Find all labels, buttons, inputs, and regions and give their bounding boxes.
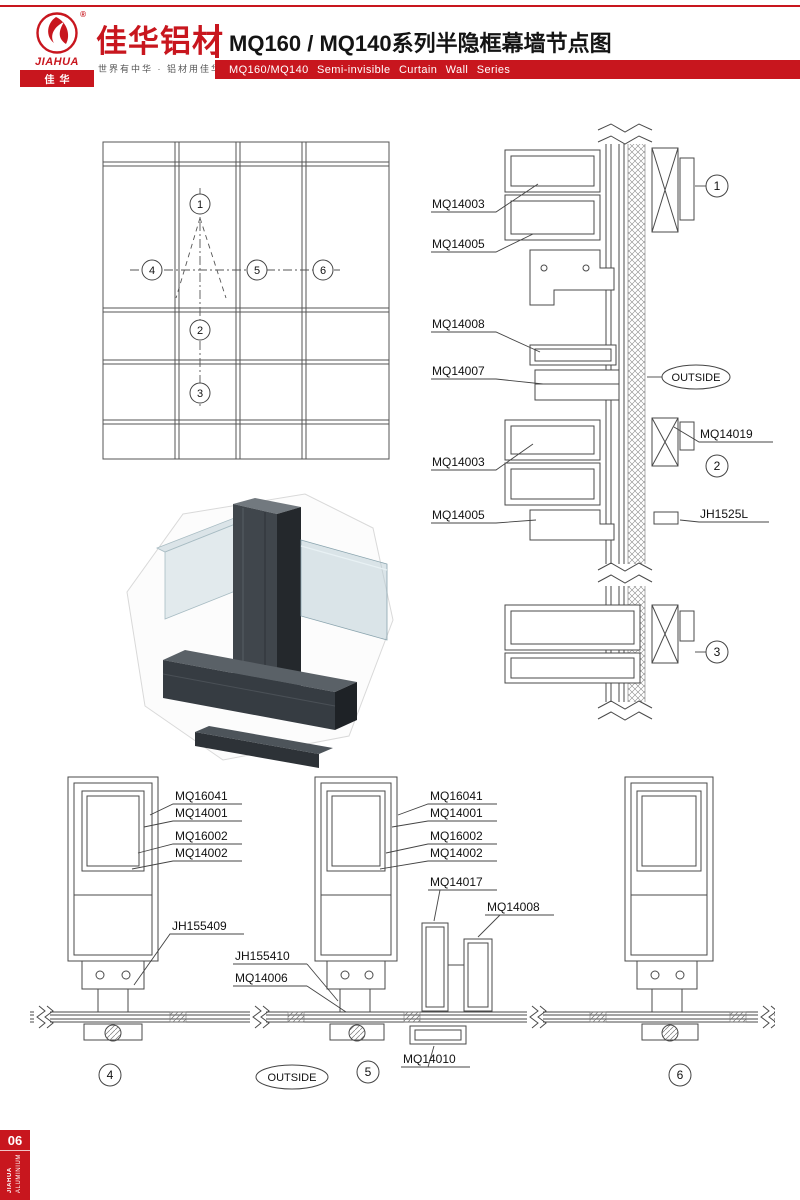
opening-sash-symbol <box>175 217 227 299</box>
detail-markers-horizontal: 4 5 6 <box>98 1060 692 1087</box>
page-number: 06 <box>0 1133 30 1151</box>
part-label: MQ14008 <box>432 317 485 331</box>
elevation-marker-2: 2 <box>197 325 203 337</box>
part-label: MQ14003 <box>432 455 485 469</box>
glass-break-symbols <box>34 1005 775 1029</box>
part-label: MQ14005 <box>432 237 485 251</box>
top-red-rule <box>0 5 800 7</box>
elevation-marker-5: 5 <box>254 265 260 277</box>
part-label: MQ14003 <box>432 197 485 211</box>
part-label: MQ14007 <box>432 364 485 378</box>
part-label: JH1525L <box>700 507 748 521</box>
outside-text: OUTSIDE <box>672 372 721 384</box>
page-footer: 06 JIAHUA ALUMINIUM <box>0 1130 30 1200</box>
subtitle-band: MQ160/MQ140 Semi-invisible Curtain Wall … <box>215 60 800 79</box>
part-label: JH155409 <box>172 919 227 933</box>
break-symbols <box>596 123 653 722</box>
render-vertical-mullion <box>233 498 301 694</box>
logo-brand-text: JIAHUA <box>35 56 79 68</box>
glass-run <box>30 1011 775 1023</box>
part-label: MQ14002 <box>175 846 228 860</box>
detail-markers-vertical: 1 2 3 <box>705 174 729 664</box>
part-label: MQ14019 <box>700 427 753 441</box>
render-transom <box>162 650 357 730</box>
jiahua-logo-icon: ® <box>20 10 94 55</box>
transom-detail-2 <box>504 417 695 541</box>
section-cut-lines <box>130 188 340 408</box>
mullion-detail-4 <box>67 776 159 1042</box>
detail-marker-1: 1 <box>714 179 721 193</box>
part-label: MQ14005 <box>432 508 485 522</box>
elevation-marker-1: 1 <box>197 199 203 211</box>
elevation-marker-4: 4 <box>149 265 155 277</box>
elevation-marker-6: 6 <box>320 265 326 277</box>
mullion-detail-5 <box>314 776 398 1042</box>
transom-detail-mid <box>529 344 620 401</box>
transom-detail-1 <box>504 147 695 306</box>
detail-marker-5: 5 <box>365 1065 372 1079</box>
part-label: MQ14008 <box>487 900 540 914</box>
outside-label-vertical: OUTSIDE <box>661 364 731 390</box>
detail-marker-3: 3 <box>714 645 721 659</box>
part-label: MQ14001 <box>175 806 228 820</box>
page-title: MQ160 / MQ140系列半隐框幕墙节点图 <box>229 31 612 56</box>
detail-marker-4: 4 <box>107 1068 114 1082</box>
transom-detail-3 <box>504 604 695 684</box>
render-sub-profile <box>195 726 333 768</box>
registered-mark: ® <box>80 10 86 19</box>
jiahua-logo: ® JIAHUA 佳华 <box>20 10 94 87</box>
detail-marker-6: 6 <box>677 1068 684 1082</box>
vsection-leaders <box>431 183 773 653</box>
elevation-grid <box>102 141 390 460</box>
part-label: MQ16002 <box>175 829 228 843</box>
horizontal-section-diagram: MQ16041 MQ14001 MQ16002 MQ14002 JH155409… <box>30 776 775 1090</box>
hsection-leaders <box>131 803 554 1068</box>
header-divider <box>215 24 219 58</box>
part-label: MQ16041 <box>175 789 228 803</box>
company-slogan: 世界有中华 · 铝材用佳华 <box>98 64 222 74</box>
footer-brand-line2: ALUMINIUM <box>16 1154 22 1194</box>
elevation-diagram: 1 2 3 4 5 6 <box>102 141 390 460</box>
outside-label-horizontal: OUTSIDE <box>255 1064 329 1090</box>
footer-brand-line1: JIAHUA <box>7 1167 13 1194</box>
part-label: MQ14001 <box>430 806 483 820</box>
part-label: MQ14006 <box>235 971 288 985</box>
part-label: MQ14002 <box>430 846 483 860</box>
vent-frame-assembly <box>409 922 493 1045</box>
part-label: MQ14017 <box>430 875 483 889</box>
elevation-markers: 1 2 3 4 5 6 <box>141 193 334 404</box>
mullion-detail-6 <box>624 776 714 1042</box>
company-name: 佳华铝材 <box>96 24 224 59</box>
outside-text: OUTSIDE <box>268 1072 317 1084</box>
page-subtitle: MQ160/MQ140 Semi-invisible Curtain Wall … <box>229 63 511 76</box>
elevation-marker-3: 3 <box>197 388 203 400</box>
footer-brand: JIAHUA ALUMINIUM <box>6 1154 24 1193</box>
logo-badge-text: 佳华 <box>20 70 94 87</box>
glass-spacers <box>169 1011 747 1023</box>
render-glass-front <box>300 539 388 641</box>
part-label: MQ16041 <box>430 789 483 803</box>
detail-marker-2: 2 <box>714 459 721 473</box>
part-label: MQ16002 <box>430 829 483 843</box>
vertical-section-diagram: MQ14003 MQ14005 MQ14008 MQ14007 MQ14003 … <box>431 123 773 722</box>
profile-3d-render <box>126 493 394 768</box>
part-label: MQ14010 <box>403 1052 456 1066</box>
part-label: JH155410 <box>235 949 290 963</box>
